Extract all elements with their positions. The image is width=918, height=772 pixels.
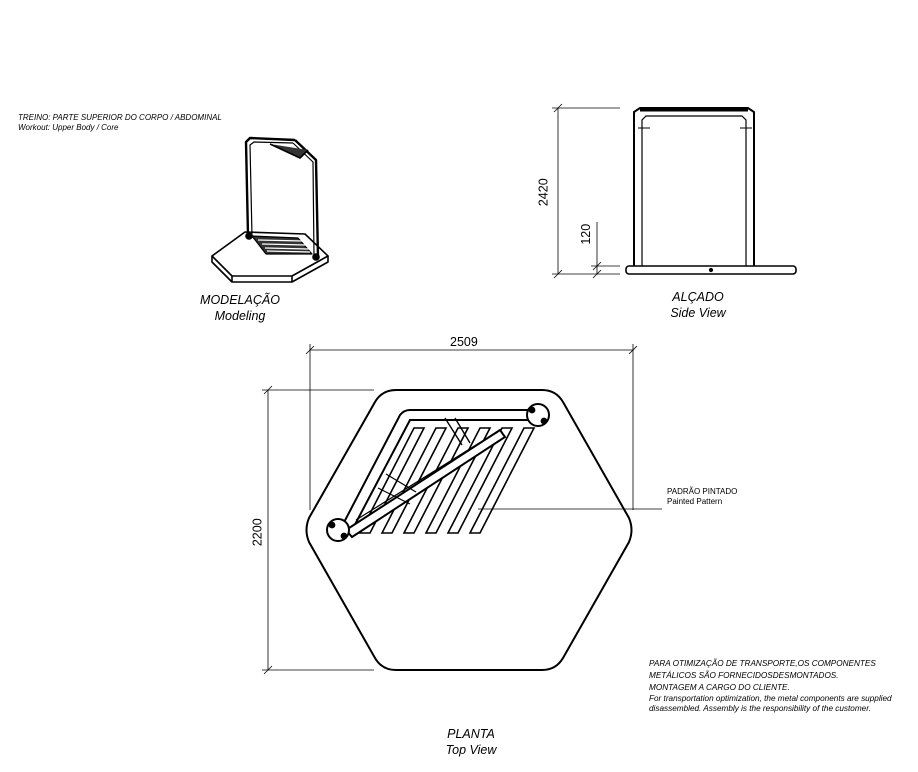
top-dim-2200 [262,385,374,675]
side-frame-outer [633,107,755,266]
side-view [552,103,797,279]
side-dim-120-text: 120 [579,223,594,245]
modeling-frame-left-post [244,136,296,237]
top-dim-2509-text: 2509 [450,335,478,349]
note-line-2: METÁLICOS SÃO FORNECIDOSDESMONTADOS. [649,671,839,680]
top-view-label-en: Top View [445,743,497,757]
top-posts [326,403,550,542]
top-hexagon [305,389,633,671]
modeling-frame-right-post [294,139,320,259]
note-line-4: For transportation optimization, the met… [649,694,892,703]
top-dim-2200-text: 2200 [250,518,265,547]
modeling-pattern [251,235,313,255]
side-view-label-pt: ALÇADO [672,290,724,304]
top-view-label-pt: PLANTA [447,727,495,741]
callout-painted-en: Painted Pattern [667,497,723,506]
side-dim-2420-text: 2420 [536,178,551,207]
note-line-3: MONTAGEM A CARGO DO CLIENTE. [649,683,790,692]
side-view-label-en: Side View [670,306,726,320]
callout-painted-pt: PADRÃO PINTADO [667,487,738,496]
modeling-label-en: Modeling [214,309,266,323]
top-view [262,344,662,675]
note-line-5: disassembled. Assembly is the responsibi… [649,704,871,713]
side-frame-inner [641,115,747,266]
modeling-label-pt: MODELAÇÃO [200,293,280,307]
workout-title-en: Workout: Upper Body / Core [18,123,119,132]
side-dim-2420 [552,103,620,279]
side-dim-120 [591,222,620,279]
top-dim-2509 [305,344,638,510]
modeling-frame-brace [269,143,309,159]
modeling-view [211,136,329,283]
workout-title-pt: TREINO: PARTE SUPERIOR DO CORPO / ABDOMI… [18,113,222,122]
top-frame [338,409,539,539]
modeling-base-side [211,256,329,283]
note-line-1: PARA OTIMIZAÇÃO DE TRANSPORTE,OS COMPONE… [649,659,876,668]
